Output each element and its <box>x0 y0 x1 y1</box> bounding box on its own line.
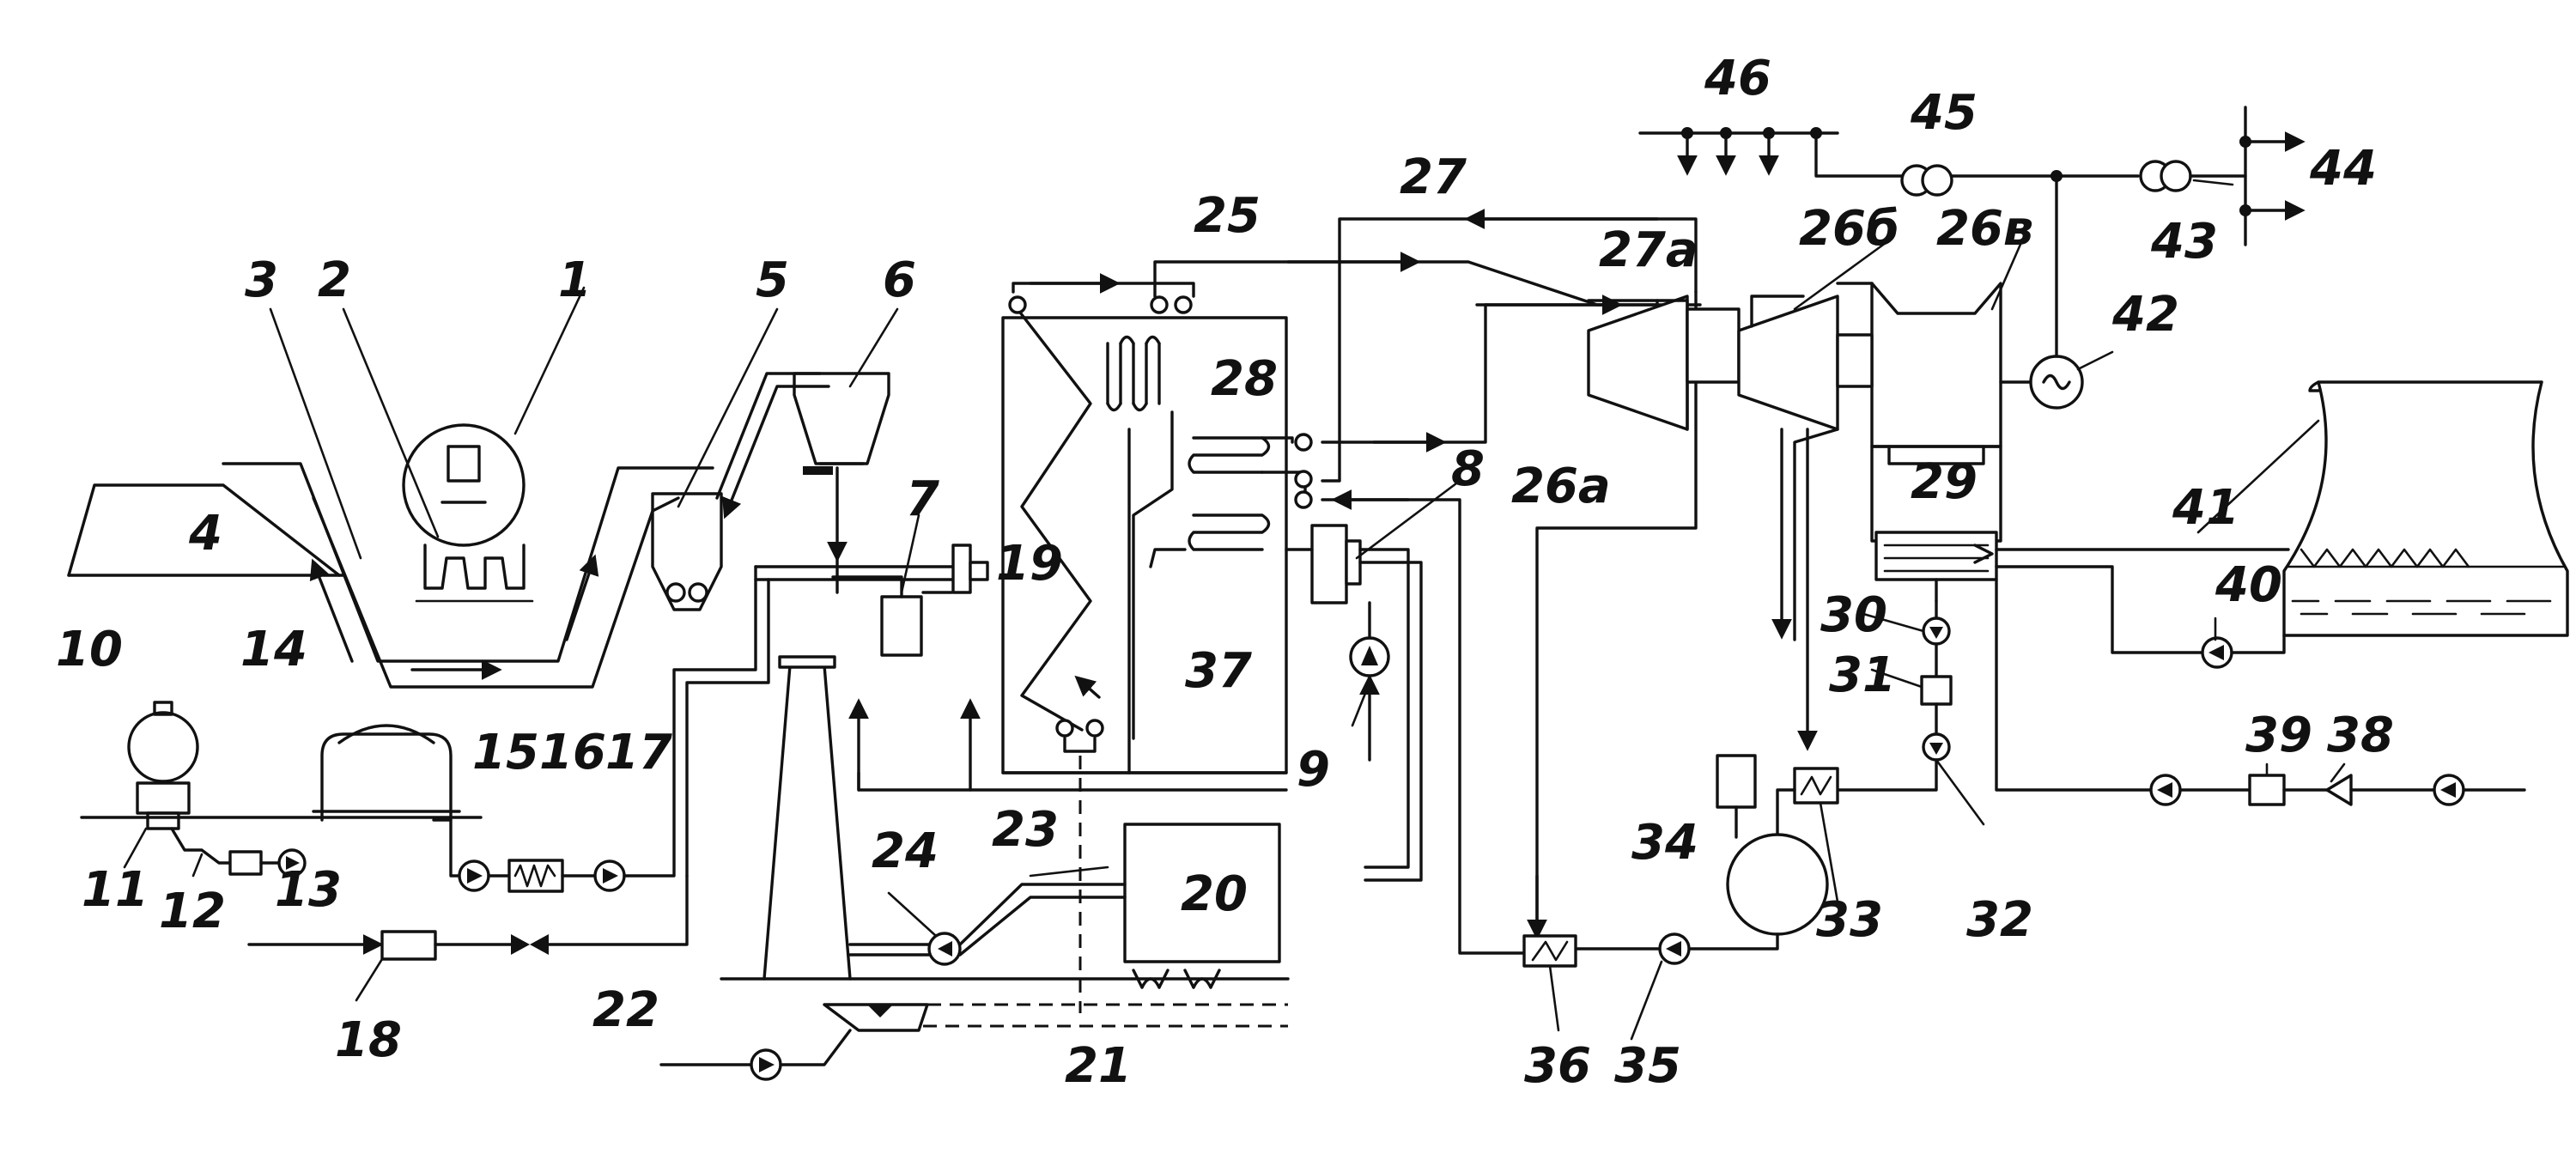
makeup-water-38-39 <box>1995 578 2526 806</box>
burner <box>754 544 989 594</box>
label-5: 5 <box>756 252 789 308</box>
deaerator-34 <box>1688 754 1829 951</box>
label-23: 23 <box>992 802 1059 858</box>
label-29: 29 <box>1911 454 1978 510</box>
label-16: 16 <box>539 725 606 780</box>
ash-removal-21-22 <box>659 977 1290 1081</box>
reheat-line-27 <box>1321 209 1698 940</box>
label-17: 17 <box>605 725 672 780</box>
label-2: 2 <box>318 252 351 308</box>
label-41: 41 <box>2172 480 2239 536</box>
label-27: 27 <box>1400 149 1467 205</box>
label-4: 4 <box>188 506 222 562</box>
oil-tank <box>312 724 461 822</box>
label-14: 14 <box>240 622 307 677</box>
label-42: 42 <box>2111 287 2179 343</box>
coal-bunker <box>793 372 890 475</box>
crusher <box>651 372 830 611</box>
feedwater-line <box>1321 489 1526 955</box>
oil-pipeline-15-17 <box>432 565 770 893</box>
feed-pump-35-36 <box>1522 932 1691 968</box>
furnace-zigzag-tubes <box>1008 273 1195 1013</box>
transformer-45 <box>1900 164 2140 197</box>
label-35: 35 <box>1614 1038 1681 1094</box>
label-19: 19 <box>996 536 1063 592</box>
air-heater-8 <box>1285 524 1423 882</box>
coal-pile <box>67 483 345 577</box>
coal-trench-conveyor <box>222 462 714 689</box>
label-27a: 27а <box>1599 222 1698 278</box>
callout-leaders <box>123 179 2346 1041</box>
label-8: 8 <box>1451 441 1485 497</box>
label-26a: 26а <box>1511 459 1611 514</box>
turbine-hp-26a <box>1475 295 1689 431</box>
label-26v: 26в <box>1936 201 2033 257</box>
label-25: 25 <box>1194 188 1261 244</box>
label-3: 3 <box>245 252 278 308</box>
label-44: 44 <box>2309 141 2377 197</box>
superheater-28 <box>1106 335 1313 568</box>
cooling-tower-41 <box>2282 380 2569 637</box>
label-28: 28 <box>1211 351 1278 407</box>
label-24: 24 <box>872 823 939 879</box>
label-39: 39 <box>2245 708 2312 763</box>
label-31: 31 <box>1829 647 1896 703</box>
label-11: 11 <box>82 862 149 918</box>
busbar-46 <box>1638 127 1904 178</box>
car-dumper <box>402 423 534 603</box>
oil-pipeline-12-13 <box>170 827 307 878</box>
label-10: 10 <box>56 622 123 677</box>
chimney-24 <box>762 655 852 981</box>
turbine-ip-26b <box>1686 295 1839 751</box>
label-32: 32 <box>1966 892 2033 948</box>
label-9: 9 <box>1297 742 1330 798</box>
label-43: 43 <box>2150 214 2218 270</box>
condenser-29 <box>1870 445 2002 603</box>
turbine-lp-26v <box>1836 282 2002 465</box>
label-36: 36 <box>1524 1038 1591 1094</box>
mill <box>831 575 923 657</box>
rail-tank-car <box>80 701 483 830</box>
label-46: 46 <box>1704 51 1771 106</box>
label-34: 34 <box>1631 815 1698 871</box>
label-20: 20 <box>1181 866 1248 922</box>
busbar-44 <box>2239 106 2306 246</box>
number-labels: 1 2 3 4 5 6 7 8 9 10 11 12 13 14 15 16 1… <box>56 51 2394 1094</box>
label-1: 1 <box>558 252 592 308</box>
label-12: 12 <box>159 884 226 939</box>
label-33: 33 <box>1816 892 1883 948</box>
label-45: 45 <box>1910 85 1978 141</box>
transformer-43 <box>2139 160 2247 192</box>
label-40: 40 <box>2215 557 2282 613</box>
label-22: 22 <box>592 982 659 1038</box>
smoke-exhauster-23 <box>848 883 1127 966</box>
label-7: 7 <box>906 471 939 527</box>
label-6: 6 <box>883 252 916 308</box>
generator-42 <box>1999 174 2084 410</box>
label-15: 15 <box>472 725 539 780</box>
fan-9 <box>1349 601 1390 762</box>
label-37: 37 <box>1185 643 1252 699</box>
label-13: 13 <box>275 862 342 918</box>
boiler-casing <box>848 316 1288 792</box>
gas-line-18 <box>247 874 689 961</box>
label-30: 30 <box>1820 587 1887 643</box>
label-18: 18 <box>335 1012 402 1068</box>
label-26b: 26б <box>1799 201 1899 257</box>
circulating-water-40 <box>1995 548 2290 669</box>
label-21: 21 <box>1065 1038 1132 1094</box>
condensate-line-30-33 <box>1776 599 1953 920</box>
label-38: 38 <box>2327 708 2394 763</box>
